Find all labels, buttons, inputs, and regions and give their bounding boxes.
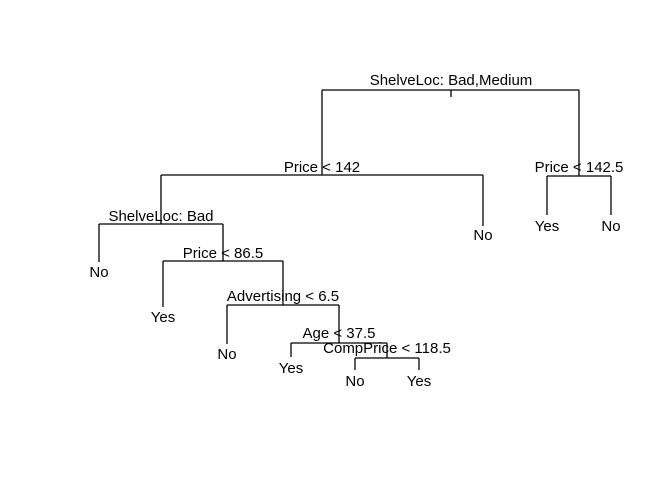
leaf-label-n16: No xyxy=(345,373,364,390)
split-label-n2: Price < 142 xyxy=(284,159,360,176)
split-label-n4: ShelveLoc: Bad xyxy=(108,208,213,225)
split-label-n13: Age < 37.5 xyxy=(303,325,376,342)
leaf-label-n7: No xyxy=(601,218,620,235)
leaf-label-n10: Yes xyxy=(151,309,175,326)
leaf-label-n14: Yes xyxy=(279,360,303,377)
leaf-label-n17: Yes xyxy=(407,373,431,390)
split-label-root: ShelveLoc: Bad,Medium xyxy=(370,72,533,89)
leaf-label-n6: Yes xyxy=(535,218,559,235)
split-label-n3: Price < 142.5 xyxy=(535,159,624,176)
leaf-label-n8: No xyxy=(473,227,492,244)
leaf-label-n12: No xyxy=(217,346,236,363)
split-label-n15: CompPrice < 118.5 xyxy=(323,340,451,357)
leaf-label-n5: No xyxy=(89,264,108,281)
split-label-n9: Price < 86.5 xyxy=(183,245,263,262)
split-label-n11: Advertising < 6.5 xyxy=(227,288,339,305)
